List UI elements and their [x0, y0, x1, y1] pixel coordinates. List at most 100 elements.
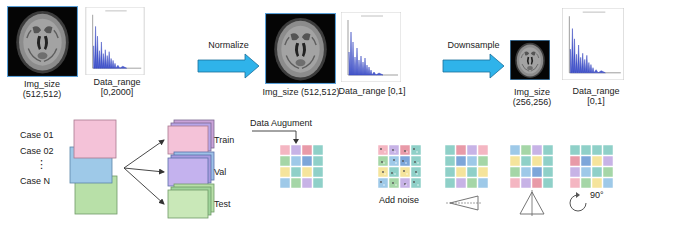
rotate-icon: [570, 195, 586, 211]
dataset-label: Case 02: [20, 146, 54, 156]
noise-dot: [392, 149, 394, 151]
grid-cell: [411, 178, 421, 188]
grid-cell: [400, 145, 410, 155]
grid-cell: [543, 145, 553, 155]
noise-dot: [395, 184, 396, 185]
edge-label: Normalize: [207, 40, 250, 50]
grid-cell: [400, 178, 410, 188]
grid-cell: [291, 178, 301, 188]
grid-cell: [478, 156, 488, 166]
image-panel: Img_size (512,512)Data_range [0,1]: [262, 3, 440, 113]
noise-dot: [415, 171, 417, 173]
dataset-label: Test: [214, 199, 231, 209]
grid-cell: [378, 156, 388, 166]
grid-cell: [521, 156, 531, 166]
grid-cell: [570, 145, 580, 155]
noise-dot: [413, 181, 415, 183]
grid-cell: [302, 145, 312, 155]
grid-cell: [521, 167, 531, 177]
grid-cell: [543, 178, 553, 188]
noise-dot: [380, 148, 382, 150]
noise-dot: [417, 184, 418, 185]
noise-dot: [393, 159, 395, 161]
grid-cell: [592, 167, 602, 177]
split-square: [168, 158, 208, 186]
grid-cell: [389, 145, 399, 155]
noise-dot: [413, 148, 415, 150]
grid-cell: [510, 145, 520, 155]
grid-cell: [478, 167, 488, 177]
grid-cell: [411, 167, 421, 177]
grid-cell: [378, 167, 388, 177]
noise-dot: [380, 181, 382, 183]
dataset-stack: TrainValTest: [164, 116, 248, 224]
grid-cell: [291, 167, 301, 177]
grid-cell: [411, 156, 421, 166]
grid-cell: [570, 156, 580, 166]
grid-cell: [456, 167, 466, 177]
noise-dot: [383, 184, 384, 185]
grid-cell: [478, 145, 488, 155]
histogram: [86, 7, 144, 75]
split-arrow: [124, 140, 164, 168]
noise-dot: [406, 151, 407, 152]
grid-cell: [532, 178, 542, 188]
grid-cell: [570, 167, 580, 177]
histogram: [341, 12, 401, 82]
grid-cell: [456, 178, 466, 188]
grid-cell: [291, 145, 301, 155]
grid-cell: [280, 178, 290, 188]
grid-cell: [532, 167, 542, 177]
image-stat: Data_range [0,1]: [337, 86, 407, 96]
grid-cell: [400, 156, 410, 166]
grid-cell: [521, 178, 531, 188]
grid-cell: [581, 167, 591, 177]
dataset-stack: Case 01 Case 02 Case N: [12, 116, 122, 224]
grid-cell: [445, 167, 455, 177]
noise-dot: [402, 160, 404, 162]
dataset-label: Train: [214, 135, 234, 145]
mri-image: [7, 6, 78, 77]
grid-cell: [603, 167, 613, 177]
rotation-angle: 90°: [590, 190, 604, 200]
grid-cell: [456, 156, 466, 166]
grid-cell: [581, 156, 591, 166]
flip-axis: [532, 190, 533, 216]
grid-cell: [313, 145, 323, 155]
mri-image: [265, 13, 336, 84]
image-panel: Img_size (512,512)Data_range [0,2000]: [5, 3, 195, 103]
grid-cell: [592, 145, 602, 155]
grid-cell: [570, 178, 580, 188]
image-stat: Data_range [0,1]: [563, 86, 629, 106]
case-square: [74, 120, 116, 158]
grid-cell: [389, 167, 399, 177]
grid-cell: [302, 178, 312, 188]
augment-arrowhead: [293, 139, 299, 144]
grid-cell: [389, 156, 399, 166]
block-arrow: [443, 54, 504, 78]
grid-cell: [467, 145, 477, 155]
mri-image: [510, 40, 550, 80]
noise-dot: [381, 161, 383, 163]
grid-cell: [313, 178, 323, 188]
noise-dot: [384, 151, 385, 152]
noise-dot: [395, 162, 396, 163]
grid-cell: [389, 178, 399, 188]
grid-cell: [521, 145, 531, 155]
grid-cell: [592, 178, 602, 188]
grid-cell: [280, 145, 290, 155]
noise-dot: [416, 173, 417, 174]
grid-cell: [445, 156, 455, 166]
dataset-label: Case N: [20, 176, 50, 186]
histogram: [562, 8, 624, 80]
noise-dot: [391, 172, 393, 174]
grid-cell: [378, 145, 388, 155]
grid-cell: [467, 156, 477, 166]
dataset-label: Case 01: [20, 130, 54, 140]
grid-cell: [302, 167, 312, 177]
grid-cell: [478, 178, 488, 188]
image-panel: Img_size (256,256)Data_range [0,1]: [507, 3, 632, 113]
image-stat: Img_size (512,512): [10, 79, 74, 99]
grid-cell: [532, 156, 542, 166]
noise-dot: [417, 162, 418, 163]
